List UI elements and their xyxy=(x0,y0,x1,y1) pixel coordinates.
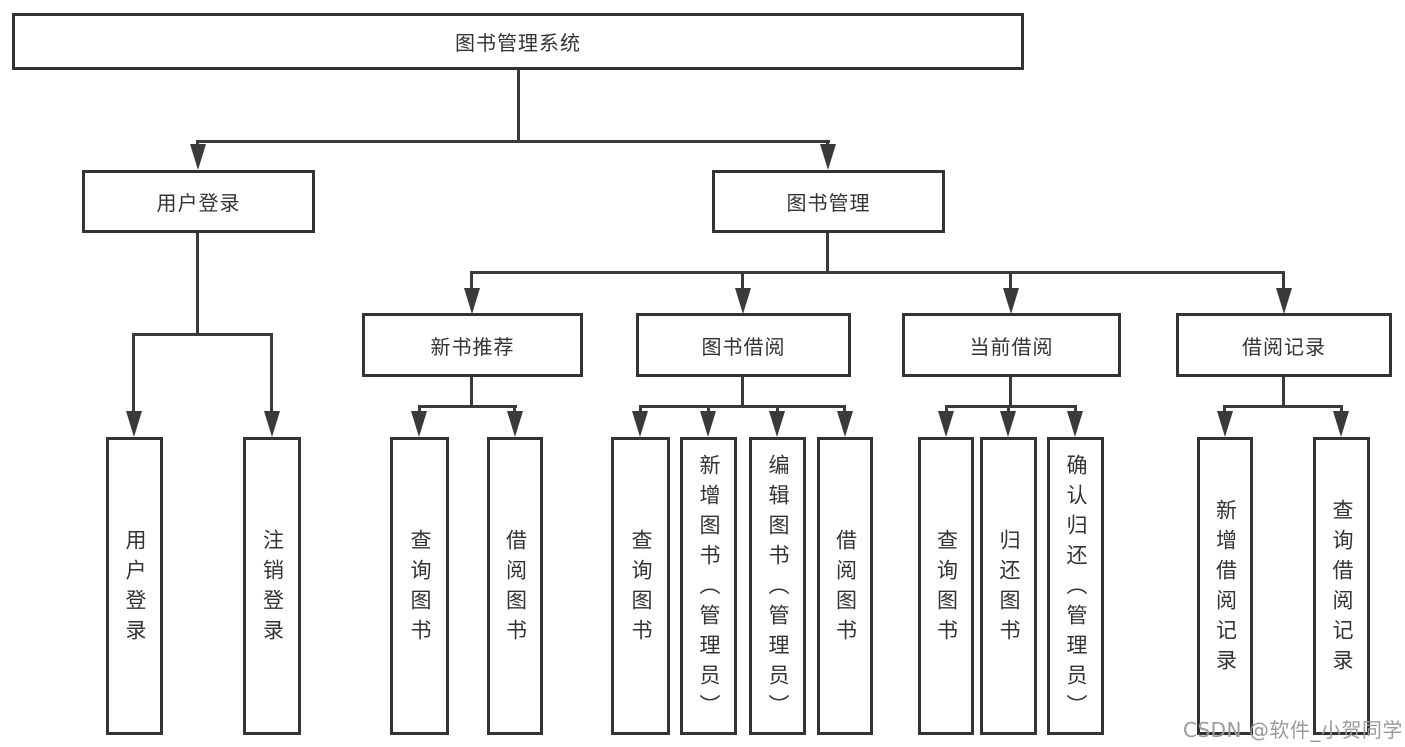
leaf-logout: 注销登录 xyxy=(243,437,301,735)
leaf-bb-borrow-books-label: 借阅图书 xyxy=(833,529,858,649)
leaf-cb-query-books-label: 查询图书 xyxy=(934,529,959,649)
edge-root-rail xyxy=(197,140,830,143)
edge-drop-leaf-user-login xyxy=(132,333,135,418)
edge-drop-borrow-records xyxy=(1282,271,1285,291)
node-new-books: 新书推荐 xyxy=(362,313,583,377)
arrow-icon-bb1 xyxy=(700,411,716,437)
node-current-borrow-label: 当前借阅 xyxy=(969,334,1054,359)
arrow-icon-current-borrow xyxy=(1003,288,1019,314)
arrow-icon-nb0 xyxy=(411,411,427,437)
arrow-icon-cb0 xyxy=(938,411,954,437)
edge-book-borrow-rail xyxy=(639,405,846,408)
edge-root-stem xyxy=(517,70,520,142)
leaf-bb-query-books-label: 查询图书 xyxy=(629,529,653,649)
arrow-icon-bb2 xyxy=(769,411,785,437)
edge-user-login-stem xyxy=(196,233,199,335)
node-current-borrow: 当前借阅 xyxy=(902,313,1121,377)
leaf-nb-query-books: 查询图书 xyxy=(390,437,449,735)
edge-borrow-records-rail xyxy=(1224,405,1342,408)
node-borrow-records: 借阅记录 xyxy=(1176,313,1392,377)
leaf-cb-confirm-return-admin-label: 确认归还（管理员） xyxy=(1064,454,1088,724)
edge-user-login-rail xyxy=(132,333,273,336)
leaf-bb-edit-books-admin-label: 编辑图书（管理员） xyxy=(766,454,790,724)
leaf-nb-borrow-books: 借阅图书 xyxy=(487,437,543,735)
leaf-bb-borrow-books: 借阅图书 xyxy=(817,437,873,735)
edge-new-books-rail xyxy=(418,405,517,408)
arrow-icon-book-borrow xyxy=(735,288,751,314)
node-book-borrow-label: 图书借阅 xyxy=(701,334,786,359)
arrow-icon-borrow-records xyxy=(1276,288,1292,314)
arrow-icon-new-books xyxy=(464,288,480,314)
leaf-nb-query-books-label: 查询图书 xyxy=(408,529,432,649)
edge-drop-book-borrow xyxy=(741,271,744,291)
arrow-icon-leaf-user-login xyxy=(126,411,142,437)
arrow-icon-bb3 xyxy=(837,411,853,437)
arrow-icon-cb1 xyxy=(1000,411,1016,437)
leaf-user-login: 用户登录 xyxy=(106,437,163,735)
leaf-br-add-record: 新增借阅记录 xyxy=(1197,437,1253,735)
arrow-icon-nb1 xyxy=(507,411,523,437)
leaf-cb-return-books: 归还图书 xyxy=(980,437,1037,735)
edge-current-borrow-stem xyxy=(1009,377,1012,407)
leaf-bb-add-books-admin: 新增图书（管理员） xyxy=(680,437,737,735)
leaf-bb-query-books: 查询图书 xyxy=(611,437,670,735)
edge-new-books-stem xyxy=(470,377,473,407)
node-new-books-label: 新书推荐 xyxy=(430,334,515,359)
edge-drop-new-books xyxy=(470,271,473,291)
arrow-icon-leaf-logout xyxy=(264,411,280,437)
node-borrow-records-label: 借阅记录 xyxy=(1242,334,1326,359)
arrow-icon-br1 xyxy=(1333,411,1349,437)
node-root-label: 图书管理系统 xyxy=(455,31,581,55)
leaf-cb-confirm-return-admin: 确认归还（管理员） xyxy=(1047,437,1104,735)
node-user-login-label: 用户登录 xyxy=(156,191,241,215)
leaf-bb-add-books-admin-label: 新增图书（管理员） xyxy=(697,454,721,724)
leaf-logout-label: 注销登录 xyxy=(260,529,285,649)
leaf-br-query-record-label: 查询借阅记录 xyxy=(1330,499,1354,679)
leaf-br-query-record: 查询借阅记录 xyxy=(1313,437,1370,735)
leaf-bb-edit-books-admin: 编辑图书（管理员） xyxy=(749,437,806,735)
edge-current-borrow-rail xyxy=(945,405,1076,408)
arrow-icon-book-mgmt xyxy=(820,144,836,170)
arrow-icon-br0 xyxy=(1217,411,1233,437)
edge-book-borrow-stem xyxy=(741,377,744,407)
edge-borrow-records-stem xyxy=(1282,377,1285,407)
node-user-login: 用户登录 xyxy=(82,170,315,233)
leaf-user-login-label: 用户登录 xyxy=(123,529,147,649)
edge-book-mgmt-stem xyxy=(826,233,829,273)
leaf-br-add-record-label: 新增借阅记录 xyxy=(1213,499,1238,679)
leaf-cb-return-books-label: 归还图书 xyxy=(997,529,1021,649)
arrow-icon-user-login xyxy=(190,144,206,170)
node-book-mgmt-label: 图书管理 xyxy=(786,191,871,215)
node-book-mgmt: 图书管理 xyxy=(712,170,945,233)
arrow-icon-cb2 xyxy=(1067,411,1083,437)
node-book-borrow: 图书借阅 xyxy=(636,313,851,377)
edge-drop-leaf-logout xyxy=(270,333,273,418)
arrow-icon-bb0 xyxy=(632,411,648,437)
leaf-cb-query-books: 查询图书 xyxy=(918,437,974,735)
edge-drop-current-borrow xyxy=(1009,271,1012,291)
node-root: 图书管理系统 xyxy=(12,13,1024,70)
csdn-watermark: CSDN @软件_小贺同学 xyxy=(1183,718,1403,742)
leaf-nb-borrow-books-label: 借阅图书 xyxy=(503,529,528,649)
edge-book-mgmt-rail xyxy=(471,271,1285,274)
